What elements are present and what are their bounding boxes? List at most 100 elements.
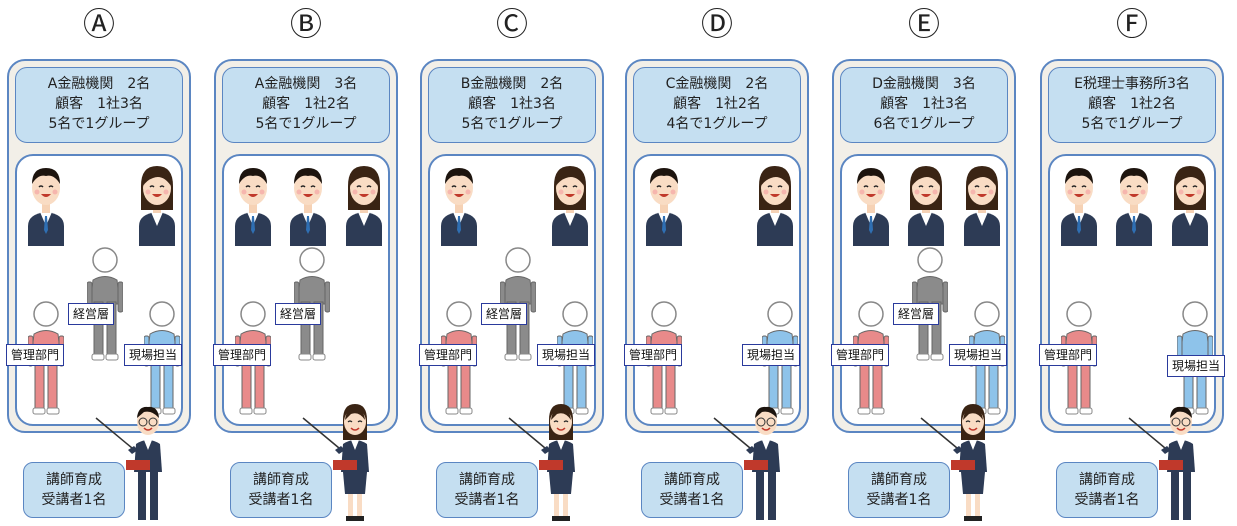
info-line-1: B金融機関 2名 xyxy=(460,76,564,92)
group-panel: Ⓕ E税理士事務所3名顧客 1社2名 5名で1グループ管理部門現場担当講師育成受講者… xyxy=(1037,0,1227,523)
trainee-line-2: 受講者1名 xyxy=(454,492,520,508)
info-line-1: E税理士事務所3名 xyxy=(1074,76,1190,92)
businessman-icon xyxy=(1116,168,1152,246)
trainee-box: 講師育成受講者1名 xyxy=(436,462,538,518)
participant-person xyxy=(24,164,68,250)
info-line-2: 顧客 1社2名 xyxy=(1088,96,1176,112)
group-letter: Ⓑ xyxy=(289,5,322,43)
admin-label: 管理部門 xyxy=(213,344,272,366)
field-label: 現場担当 xyxy=(124,344,183,366)
group-info-box: B金融機関 2名顧客 1社3名 5名で1グループ xyxy=(428,67,596,143)
female-lecturer-icon xyxy=(302,404,369,521)
info-line-2: 顧客 1社2名 xyxy=(673,96,761,112)
group-letter: Ⓒ xyxy=(495,5,528,43)
businessman-icon xyxy=(1061,168,1097,246)
businesswoman-icon xyxy=(908,166,944,246)
businessman-icon xyxy=(235,168,271,246)
executive-figure xyxy=(911,246,949,366)
participant-person xyxy=(642,164,686,250)
male-lecturer-icon xyxy=(713,406,780,520)
participant-person xyxy=(286,164,330,250)
participant-person xyxy=(1168,164,1212,250)
participant-person xyxy=(342,164,386,250)
female-lecturer-icon xyxy=(508,404,575,521)
trainee-line-2: 受講者1名 xyxy=(248,492,314,508)
businessman-icon xyxy=(441,168,477,246)
participant-person xyxy=(548,164,592,250)
info-line-3: 4名で1グループ xyxy=(666,116,768,132)
admin-label: 管理部門 xyxy=(624,344,683,366)
field-label: 現場担当 xyxy=(949,344,1008,366)
info-line-2: 顧客 1社2名 xyxy=(262,96,350,112)
trainee-box: 講師育成受講者1名 xyxy=(23,462,125,518)
participant-person xyxy=(1112,164,1156,250)
lecturer-figure xyxy=(301,402,381,526)
participant-person xyxy=(753,164,797,250)
executive-icon xyxy=(911,247,949,361)
group-panel: Ⓐ A金融機関 2名顧客 1社3名 5名で1グループ経営層管理部門 現場担当講師育成受… xyxy=(4,0,194,523)
businesswoman-icon xyxy=(139,166,175,246)
trainee-line-2: 受講者1名 xyxy=(659,492,725,508)
info-line-3: 5名で1グループ xyxy=(461,116,563,132)
group-letter: Ⓐ xyxy=(82,5,115,43)
male-lecturer-icon xyxy=(95,406,162,520)
trainee-line-2: 受講者1名 xyxy=(41,492,107,508)
trainee-line-2: 受講者1名 xyxy=(1074,492,1140,508)
executive-figure xyxy=(499,246,537,366)
info-line-1: A金融機関 2名 xyxy=(47,76,151,92)
trainee-line-1: 講師育成 xyxy=(871,472,927,488)
lecturer-figure xyxy=(919,402,999,526)
participant-person xyxy=(231,164,275,250)
businesswoman-icon xyxy=(552,166,588,246)
executive-label: 経営層 xyxy=(481,303,528,325)
trainee-box: 講師育成受講者1名 xyxy=(1056,462,1158,518)
lecturer-figure xyxy=(712,402,792,526)
group-info-box: A金融機関 2名顧客 1社3名 5名で1グループ xyxy=(15,67,183,143)
info-line-1: D金融機関 3名 xyxy=(872,76,976,92)
businesswoman-icon xyxy=(1172,166,1208,246)
field-label: 現場担当 xyxy=(742,344,801,366)
info-line-3: 6名で1グループ xyxy=(873,116,975,132)
info-line-3: 5名で1グループ xyxy=(255,116,357,132)
lecturer-figure xyxy=(1127,402,1207,526)
admin-label: 管理部門 xyxy=(6,344,65,366)
info-line-1: A金融機関 3名 xyxy=(254,76,358,92)
participant-person xyxy=(1057,164,1101,250)
info-line-2: 顧客 1社3名 xyxy=(55,96,143,112)
info-line-3: 5名で1グループ xyxy=(48,116,150,132)
info-line-3: 5名で1グループ xyxy=(1081,116,1183,132)
trainee-line-1: 講師育成 xyxy=(459,472,515,488)
group-info-box: D金融機関 3名顧客 1社3名 6名で1グループ xyxy=(840,67,1008,143)
field-staff-figure xyxy=(761,300,799,420)
trainee-line-1: 講師育成 xyxy=(1079,472,1135,488)
executive-figure xyxy=(86,246,124,366)
executive-label: 経営層 xyxy=(68,303,115,325)
businessman-icon xyxy=(853,168,889,246)
businesswoman-icon xyxy=(346,166,382,246)
trainee-box: 講師育成受講者1名 xyxy=(230,462,332,518)
field-label: 現場担当 xyxy=(537,344,596,366)
info-line-2: 顧客 1社3名 xyxy=(880,96,968,112)
businessman-icon xyxy=(290,168,326,246)
info-line-2: 顧客 1社3名 xyxy=(468,96,556,112)
group-letter: Ⓔ xyxy=(907,5,940,43)
participant-person xyxy=(960,164,1004,250)
participant-person xyxy=(849,164,893,250)
participant-person xyxy=(437,164,481,250)
businessman-icon xyxy=(28,168,64,246)
lecturer-figure xyxy=(507,402,587,526)
group-letter: Ⓓ xyxy=(700,5,733,43)
group-info-box: E税理士事務所3名顧客 1社2名 5名で1グループ xyxy=(1048,67,1216,143)
group-info-box: A金融機関 3名顧客 1社2名 5名で1グループ xyxy=(222,67,390,143)
trainee-line-1: 講師育成 xyxy=(46,472,102,488)
group-letter: Ⓕ xyxy=(1115,5,1148,43)
field-label: 現場担当 xyxy=(1167,355,1226,377)
trainee-line-2: 受講者1名 xyxy=(866,492,932,508)
field-staff-icon xyxy=(761,301,799,415)
executive-icon xyxy=(86,247,124,361)
admin-label: 管理部門 xyxy=(1039,344,1098,366)
